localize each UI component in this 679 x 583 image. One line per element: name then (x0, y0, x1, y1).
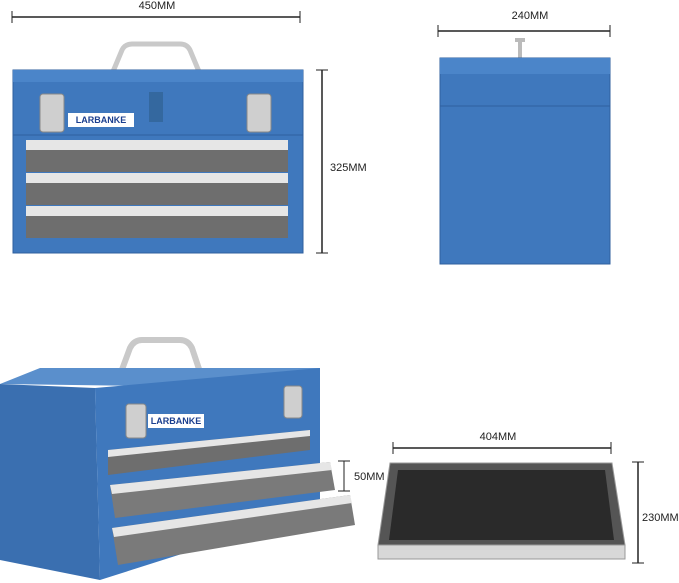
side-body (439, 57, 611, 265)
logo-badge (68, 113, 134, 127)
perspective-view: LARBANKE 50MM (0, 337, 385, 580)
tray-width-label: 404MM (480, 431, 517, 443)
width-label: 450MM (139, 0, 176, 12)
brand-logo: LARBANKE (76, 115, 127, 125)
side-view: 240MM (437, 10, 611, 265)
right-latch (246, 93, 272, 133)
left-latch (39, 93, 65, 133)
depth-label: 240MM (512, 10, 549, 22)
front-view: 450MM LARBANKE 325MM (11, 0, 367, 254)
open-drawer-1 (110, 462, 335, 518)
brand-logo-perspective: LARBANKE (151, 416, 202, 426)
tray-depth-label: 230MM (642, 512, 679, 524)
tray-mat (389, 470, 614, 540)
tray-view: 404MM 230MM (377, 431, 679, 564)
handle (109, 41, 203, 75)
perspective-side (0, 384, 100, 580)
drawer-height-label: 50MM (354, 471, 385, 483)
height-label: 325MM (330, 162, 367, 174)
open-drawer-2 (112, 495, 355, 565)
front-drawers (26, 140, 288, 238)
